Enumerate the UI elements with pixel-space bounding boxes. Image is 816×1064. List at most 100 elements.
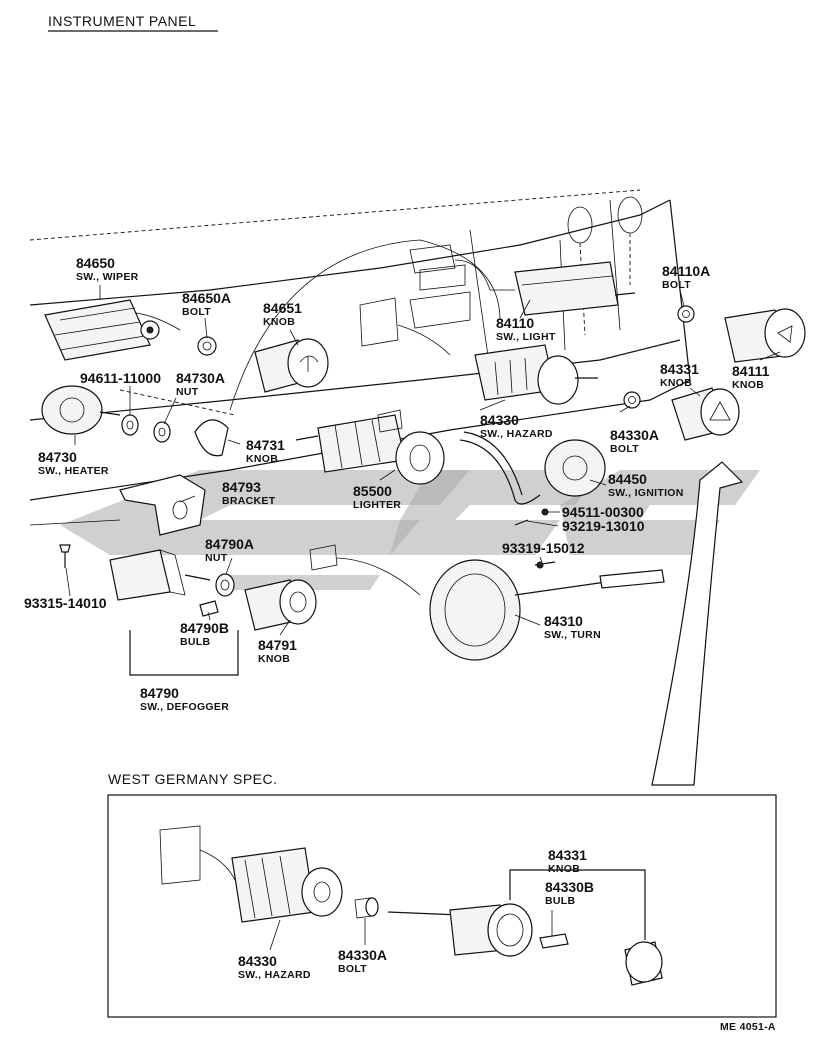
- bolt-84650a: [197, 336, 217, 356]
- svg-text:KNOB: KNOB: [258, 653, 290, 665]
- svg-text:84330: 84330: [238, 953, 277, 969]
- svg-text:LIGHTER: LIGHTER: [353, 499, 401, 511]
- bulb-84790b: [199, 600, 219, 617]
- part-label-84310: 84310 SW., TURN: [544, 613, 601, 641]
- svg-text:84110A: 84110A: [662, 263, 710, 279]
- svg-text:SW., TURN: SW., TURN: [544, 629, 601, 641]
- svg-text:84793: 84793: [222, 479, 261, 495]
- part-label-93319: 93319-15012: [502, 540, 585, 556]
- part-label-84331: 84331 KNOB: [660, 361, 699, 389]
- svg-text:SW., LIGHT: SW., LIGHT: [496, 331, 556, 343]
- svg-text:84330A: 84330A: [610, 427, 659, 443]
- svg-text:93219-13010: 93219-13010: [562, 518, 645, 534]
- part-label-85500: 85500 LIGHTER: [353, 483, 401, 511]
- inset-knob-shaft: [387, 903, 533, 957]
- svg-text:BOLT: BOLT: [338, 963, 367, 975]
- svg-text:SW., HEATER: SW., HEATER: [38, 465, 109, 477]
- svg-text:KNOB: KNOB: [548, 863, 580, 875]
- part-label-84730: 84730 SW., HEATER: [38, 449, 109, 477]
- screw-93319: [534, 561, 556, 569]
- svg-text:BOLT: BOLT: [610, 443, 639, 455]
- svg-text:SW., HAZARD: SW., HAZARD: [480, 428, 553, 440]
- svg-text:84330A: 84330A: [338, 947, 387, 963]
- inset-bolt-84330a: [354, 897, 379, 919]
- part-label-84791: 84791 KNOB: [258, 637, 297, 665]
- leader-lines: [65, 285, 781, 951]
- svg-text:SW., WIPER: SW., WIPER: [76, 271, 139, 283]
- svg-text:84650: 84650: [76, 255, 115, 271]
- inset-knob-bracket-line: [509, 869, 646, 940]
- part-label-93219: 93219-13010: [562, 518, 645, 534]
- svg-text:BULB: BULB: [180, 636, 210, 648]
- svg-text:84790: 84790: [140, 685, 179, 701]
- svg-text:85500: 85500: [353, 483, 392, 499]
- part-label-84790b: 84790B BULB: [180, 620, 229, 648]
- svg-text:84730: 84730: [38, 449, 77, 465]
- svg-text:84730A: 84730A: [176, 370, 225, 386]
- part-label-84330: 84330 SW., HAZARD: [480, 412, 553, 440]
- inset-bulb-84330b: [539, 933, 569, 949]
- arrow-to-inset: [651, 461, 744, 786]
- part-label-84110a: 84110A BOLT: [662, 263, 710, 291]
- knob-84331: [671, 387, 740, 441]
- hazard-switch: [359, 297, 598, 405]
- svg-text:BRACKET: BRACKET: [222, 495, 276, 507]
- inset-label-84330: 84330 SW., HAZARD: [238, 953, 311, 981]
- part-label-84790a: 84790A NUT: [205, 536, 254, 564]
- svg-text:KNOB: KNOB: [732, 379, 764, 391]
- inset-label-84330b: 84330B BULB: [545, 879, 594, 907]
- light-switch: [409, 244, 636, 316]
- svg-text:BOLT: BOLT: [662, 279, 691, 291]
- svg-text:KNOB: KNOB: [660, 377, 692, 389]
- svg-text:84450: 84450: [608, 471, 647, 487]
- svg-text:84310: 84310: [544, 613, 583, 629]
- wiper-switch: [44, 299, 160, 361]
- screw-93219: [514, 519, 529, 526]
- svg-text:94511-00300: 94511-00300: [562, 504, 644, 520]
- nut-84730a: [153, 421, 171, 443]
- part-label-84731: 84731 KNOB: [246, 437, 285, 465]
- ignition-switch: [459, 431, 606, 505]
- part-label-93315: 93315-14010: [24, 595, 107, 611]
- svg-text:84331: 84331: [548, 847, 587, 863]
- svg-text:84331: 84331: [660, 361, 699, 377]
- svg-text:84330: 84330: [480, 412, 519, 428]
- svg-text:84110: 84110: [496, 315, 534, 331]
- knob-84791: [244, 579, 317, 631]
- svg-text:93319-15012: 93319-15012: [502, 540, 585, 556]
- part-label-94511: 94511-00300: [562, 504, 644, 520]
- svg-text:NUT: NUT: [205, 552, 228, 564]
- defogger-switch: [109, 549, 211, 601]
- svg-text:84111: 84111: [732, 363, 770, 379]
- svg-text:94611-11000: 94611-11000: [80, 370, 161, 386]
- west-germany-inset-box: [107, 794, 777, 1018]
- part-label-84790: 84790 SW., DEFOGGER: [140, 685, 229, 713]
- nut-84790a: [215, 573, 235, 597]
- cigarette-lighter: [295, 409, 445, 485]
- part-label-84650a: 84650A BOLT: [182, 290, 231, 318]
- part-label-84793: 84793 BRACKET: [222, 479, 276, 507]
- bolt-84110a: [677, 305, 695, 323]
- knob-84111: [724, 308, 806, 363]
- page-title: INSTRUMENT PANEL: [48, 13, 196, 29]
- washer-94611: [121, 414, 139, 436]
- svg-text:84330B: 84330B: [545, 879, 594, 895]
- screw-93315: [59, 544, 71, 568]
- screw-94511: [541, 508, 549, 516]
- heater-switch: [41, 385, 121, 435]
- svg-text:84791: 84791: [258, 637, 297, 653]
- part-label-84330a: 84330A BOLT: [610, 427, 659, 455]
- part-label-84651: 84651 KNOB: [263, 300, 302, 328]
- svg-text:93315-14010: 93315-14010: [24, 595, 107, 611]
- part-label-84450: 84450 SW., IGNITION: [608, 471, 683, 499]
- bracket-84793: [119, 474, 206, 536]
- inset-cap: [624, 941, 663, 986]
- svg-text:BULB: BULB: [545, 895, 575, 907]
- part-label-84730a: 84730A NUT: [176, 370, 225, 398]
- svg-text:SW., HAZARD: SW., HAZARD: [238, 969, 311, 981]
- defogger-bracket-line: [129, 630, 239, 676]
- svg-text:SW., DEFOGGER: SW., DEFOGGER: [140, 701, 229, 713]
- svg-text:84651: 84651: [263, 300, 302, 316]
- svg-text:84650A: 84650A: [182, 290, 231, 306]
